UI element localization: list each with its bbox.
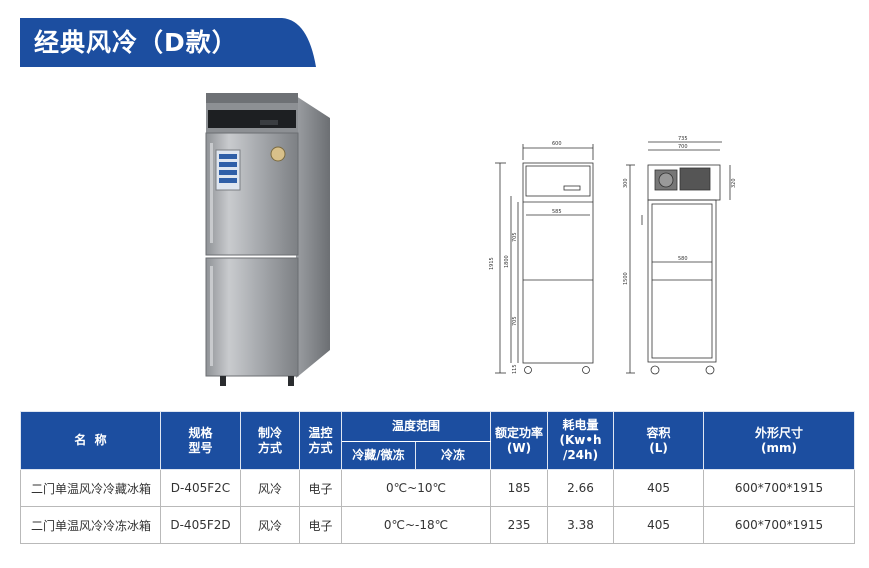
cell-cooling: 风冷 bbox=[240, 506, 300, 544]
cell-control: 电子 bbox=[299, 469, 342, 507]
header-temp-range: 温度范围 bbox=[340, 411, 492, 442]
header-capacity: 容积 (L) bbox=[613, 411, 705, 470]
dim-side-box: 300 bbox=[623, 178, 629, 188]
table-row: 二门单温风冷冷冻冰箱 D-405F2D 风冷 电子 0℃~-18℃ 235 3.… bbox=[20, 506, 856, 544]
cell-cooling: 风冷 bbox=[240, 469, 300, 507]
header-cooling: 制冷 方式 bbox=[240, 411, 300, 470]
cell-power: 235 bbox=[490, 506, 549, 544]
header-consumption: 耗电量 (Kw•h /24h) bbox=[547, 411, 615, 470]
banner-background bbox=[20, 18, 316, 67]
cell-model: D-405F2C bbox=[160, 469, 241, 507]
dim-leg: 115 bbox=[512, 364, 518, 374]
dim-side-height: 1500 bbox=[623, 272, 629, 285]
cell-name: 二门单温风冷冷冻冰箱 bbox=[20, 506, 161, 544]
title-banner: 经典风冷（D款） bbox=[20, 18, 316, 67]
cell-size: 600*700*1915 bbox=[703, 506, 856, 544]
dim-front-inner: 585 bbox=[552, 209, 562, 215]
header-size: 外形尺寸 (mm) bbox=[703, 411, 856, 470]
dim-side-inner: 580 bbox=[678, 256, 688, 262]
technical-drawings: 600 585 1915 1800 705 705 115 735 700 58… bbox=[480, 130, 740, 385]
product-photo bbox=[198, 88, 333, 390]
header-control: 温控 方式 bbox=[299, 411, 342, 470]
cell-temp: 0℃~10℃ bbox=[340, 469, 492, 507]
dim-total-height: 1915 bbox=[489, 257, 495, 270]
header-power: 额定功率 (W) bbox=[490, 411, 549, 470]
header-model: 规格 型号 bbox=[160, 411, 241, 470]
cell-consumption: 2.66 bbox=[547, 469, 615, 507]
dim-front-width: 600 bbox=[552, 141, 562, 147]
header-temp-freeze: 冷冻 bbox=[414, 441, 492, 470]
dim-door-upper: 705 bbox=[512, 232, 518, 242]
dim-side-mid: 700 bbox=[678, 144, 688, 150]
cell-capacity: 405 bbox=[613, 469, 705, 507]
spec-table: 名 称 规格 型号 制冷 方式 温控 方式 温度范围 额定功率 (W) 耗电量 … bbox=[20, 411, 856, 544]
dim-side-box2: 320 bbox=[731, 178, 737, 188]
cell-control: 电子 bbox=[299, 506, 342, 544]
dim-door-lower: 705 bbox=[512, 316, 518, 326]
cell-capacity: 405 bbox=[613, 506, 705, 544]
dimension-drawing: 600 585 1915 1800 705 705 115 735 700 58… bbox=[489, 136, 737, 375]
dim-body-height: 1800 bbox=[504, 255, 510, 268]
page-title: 经典风冷（D款） bbox=[34, 28, 238, 57]
cell-model: D-405F2D bbox=[160, 506, 241, 544]
table-row: 二门单温风冷冷藏冰箱 D-405F2C 风冷 电子 0℃~10℃ 185 2.6… bbox=[20, 469, 856, 507]
dim-side-top: 735 bbox=[678, 136, 688, 142]
cell-power: 185 bbox=[490, 469, 549, 507]
header-name: 名 称 bbox=[20, 411, 161, 470]
cell-name: 二门单温风冷冷藏冰箱 bbox=[20, 469, 161, 507]
header-temp-fresh: 冷藏/微冻 bbox=[341, 441, 416, 470]
cell-consumption: 3.38 bbox=[547, 506, 615, 544]
cell-size: 600*700*1915 bbox=[703, 469, 856, 507]
cell-temp: 0℃~-18℃ bbox=[340, 506, 492, 544]
